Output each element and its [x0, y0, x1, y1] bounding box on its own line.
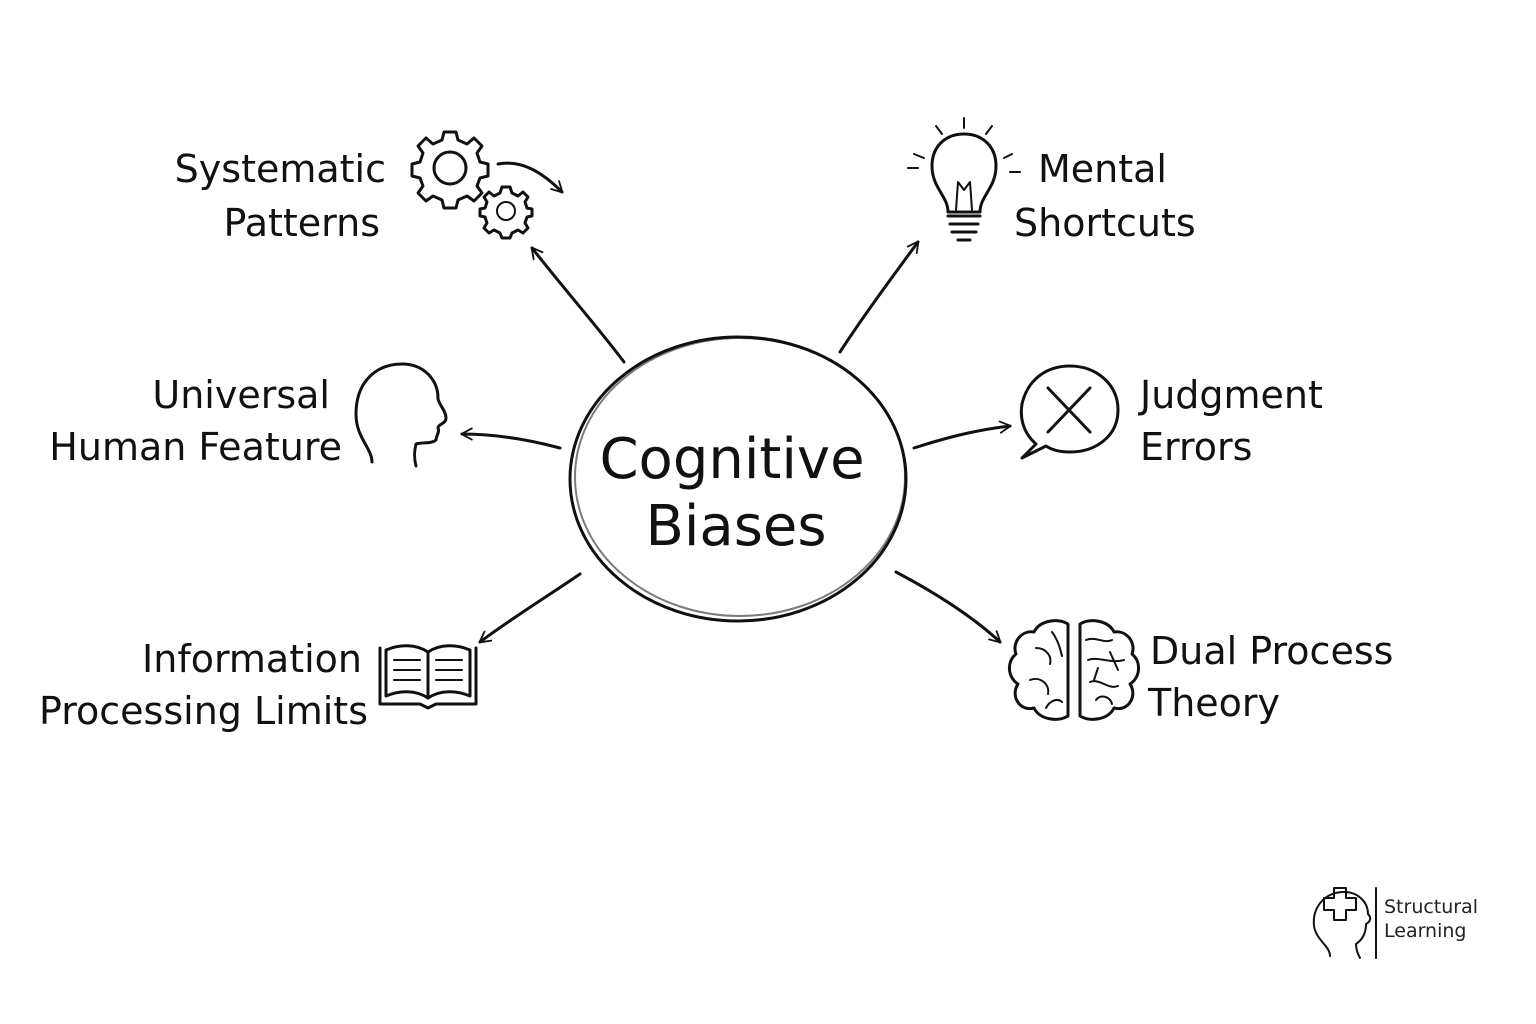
judgment-errors-label-line2: Errors: [1140, 425, 1252, 469]
lightbulb-icon: [907, 117, 1021, 242]
information-processing-limits-label-line2: Processing Limits: [39, 689, 368, 733]
central-title-line1: Cognitive: [599, 427, 864, 492]
universal-human-feature-label-line2: Human Feature: [49, 425, 342, 469]
node-systematic-patterns: Systematic Patterns: [175, 130, 564, 245]
head-puzzle-icon: [1312, 887, 1377, 959]
dual-process-theory-label-line1: Dual Process: [1150, 629, 1393, 673]
mental-shortcuts-label-line2: Shortcuts: [1014, 201, 1196, 245]
node-mental-shortcuts: Mental Shortcuts: [907, 117, 1196, 245]
mental-shortcuts-label-line1: Mental: [1038, 147, 1167, 191]
open-book-icon: [378, 644, 478, 710]
logo-text-line2: Learning: [1384, 920, 1467, 942]
connector-arrows: [460, 240, 1012, 644]
structural-learning-logo: Structural Learning: [1312, 887, 1478, 959]
systematic-patterns-label-line2: Patterns: [223, 201, 380, 245]
arrow-to-systematic-patterns: [530, 246, 626, 364]
arrow-to-dual-process-theory: [894, 570, 1002, 644]
central-circle-sketch-line: [574, 337, 906, 617]
universal-human-feature-label-line1: Universal: [152, 373, 330, 417]
dual-process-theory-label-line2: Theory: [1147, 681, 1280, 725]
logo-text-line1: Structural: [1384, 896, 1478, 918]
node-dual-process-theory: Dual Process Theory: [1008, 619, 1393, 725]
central-node: Cognitive Biases: [568, 335, 908, 623]
central-title-line2: Biases: [645, 494, 826, 559]
arrow-to-mental-shortcuts: [838, 240, 920, 354]
systematic-patterns-label-line1: Systematic: [175, 147, 386, 191]
node-judgment-errors: Judgment Errors: [1019, 364, 1323, 469]
brain-icon: [1008, 619, 1140, 721]
judgment-errors-label-line1: Judgment: [1138, 373, 1323, 417]
information-processing-limits-label-line1: Information: [142, 637, 362, 681]
gears-icon: [410, 130, 564, 240]
arrow-to-information-processing-limits: [478, 572, 582, 644]
node-information-processing-limits: Information Processing Limits: [39, 637, 478, 733]
arrow-to-judgment-errors: [912, 420, 1012, 450]
speech-bubble-x-icon: [1019, 364, 1120, 460]
node-universal-human-feature: Universal Human Feature: [49, 362, 448, 469]
central-circle: [568, 335, 908, 623]
head-profile-icon: [354, 362, 448, 468]
arrow-to-universal-human-feature: [460, 427, 562, 450]
